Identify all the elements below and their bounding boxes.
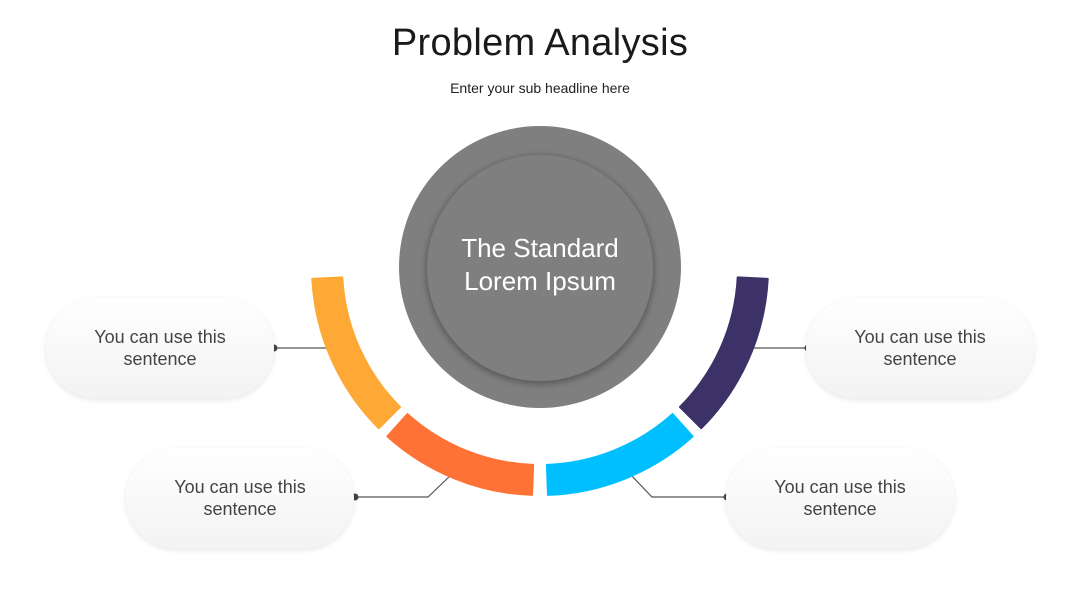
- card-top-left-text: You can use this sentence: [94, 327, 226, 369]
- connector-bottom-right: [629, 473, 727, 498]
- segment-cyan: [545, 413, 694, 496]
- center-label-line2: Lorem Ipsum: [464, 266, 616, 296]
- card-top-left: You can use this sentence: [46, 298, 274, 398]
- card-top-right: You can use this sentence: [806, 298, 1034, 398]
- segment-orange: [386, 413, 535, 496]
- card-bottom-left-text: You can use this sentence: [174, 477, 306, 519]
- card-top-right-text: You can use this sentence: [854, 327, 986, 369]
- segment-orange-yellow: [311, 276, 401, 430]
- page-title: Problem Analysis: [391, 22, 689, 64]
- center-circle-inner: [427, 155, 653, 381]
- connector-bottom-left: [355, 473, 453, 498]
- card-bottom-right-text: You can use this sentence: [774, 477, 906, 519]
- center-label: The Standard Lorem Ipsum: [420, 232, 660, 298]
- card-bottom-left: You can use this sentence: [126, 448, 354, 548]
- card-bottom-right: You can use this sentence: [726, 448, 954, 548]
- segment-purple: [679, 276, 769, 430]
- center-label-line1: The Standard: [461, 233, 619, 263]
- page-subtitle: Enter your sub headline here: [450, 80, 630, 96]
